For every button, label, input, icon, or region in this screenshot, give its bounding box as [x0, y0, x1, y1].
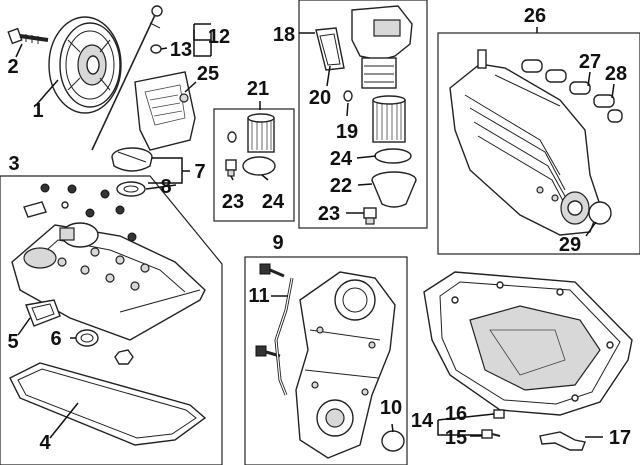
oil-filter-gasket-small [242, 156, 276, 176]
callout-27: 27 [579, 51, 601, 73]
oil-pan [423, 271, 633, 416]
callout-23-housing-group: 23 [318, 203, 340, 225]
callout-16: 16 [445, 403, 467, 425]
callout-22: 22 [330, 175, 352, 197]
housing-o-ring [343, 90, 353, 102]
oil-filter-cap [315, 27, 345, 71]
intake-manifold-gaskets [521, 59, 623, 123]
small-o-ring [227, 131, 237, 143]
callout-1: 1 [32, 100, 43, 122]
spark-plug-tube-seal [25, 299, 61, 327]
front-crank-seal [381, 430, 405, 452]
dipstick-o-ring [150, 44, 162, 54]
valve-cover-bolts [23, 183, 137, 242]
crankshaft-pulley [48, 16, 122, 114]
callout-21: 21 [247, 78, 269, 100]
valve-cover [11, 222, 206, 341]
camshaft-seal [75, 329, 99, 347]
drain-plug-small [225, 159, 237, 177]
valve-cover-gasket [9, 362, 207, 446]
callout-3: 3 [8, 153, 19, 175]
oil-filter-element [372, 95, 406, 143]
callout-24-housing-group: 24 [330, 148, 353, 170]
callout-19: 19 [336, 121, 358, 143]
callout-9: 9 [272, 232, 283, 254]
callout-25: 25 [197, 63, 219, 85]
leader-lines [15, 23, 615, 439]
oil-filter-housing-box [298, 0, 428, 229]
oil-filter-group-box [213, 108, 295, 222]
oil-filler-cap [111, 147, 153, 172]
callout-23-filter-group: 23 [222, 191, 244, 213]
callout-17: 17 [609, 427, 631, 449]
callout-18: 18 [273, 24, 295, 46]
callout-14: 14 [411, 410, 434, 432]
callout-13: 13 [170, 39, 192, 61]
oil-level-sensor [539, 431, 586, 451]
throttle-body-gasket [588, 201, 612, 225]
callout-26: 26 [524, 5, 546, 27]
callout-29: 29 [559, 234, 581, 256]
callout-20: 20 [309, 87, 331, 109]
callout-12: 12 [208, 26, 230, 48]
callout-2: 2 [7, 56, 18, 78]
callout-24-filter-group: 24 [262, 191, 285, 213]
timing-chain-cover [295, 271, 396, 459]
callout-7: 7 [194, 161, 205, 183]
crankshaft-bolt [7, 27, 49, 45]
drain-plug [363, 207, 377, 225]
callout-11: 11 [248, 285, 269, 307]
timing-cover-box [244, 256, 408, 465]
callout-5: 5 [7, 331, 18, 353]
callout-10: 10 [380, 397, 402, 419]
housing-gasket [374, 148, 412, 164]
callout-6: 6 [50, 328, 61, 350]
dipstick-tube [274, 277, 294, 396]
oil-filter-element-small [247, 113, 275, 153]
oil-dipstick [91, 5, 163, 151]
valve-cover-nut [114, 349, 134, 365]
oil-pan-bolt [481, 429, 501, 439]
engine-cover-insulator [134, 71, 196, 151]
oil-cap-gasket [116, 181, 146, 197]
callout-15: 15 [445, 427, 467, 449]
oil-pan-drain-plug [493, 409, 505, 419]
oil-filter-cup [371, 171, 417, 208]
timing-cover-bolt [259, 263, 285, 278]
intake-manifold-box [437, 32, 640, 255]
callout-8: 8 [160, 176, 171, 198]
oil-filter-housing [351, 5, 413, 89]
callout-4: 4 [39, 432, 51, 454]
callout-28: 28 [605, 63, 627, 85]
intake-manifold [449, 49, 601, 236]
callout-numbers: 1 2 3 4 5 6 7 8 9 10 11 12 13 14 15 16 1… [7, 5, 631, 454]
valve-cover-group-box [0, 175, 223, 465]
